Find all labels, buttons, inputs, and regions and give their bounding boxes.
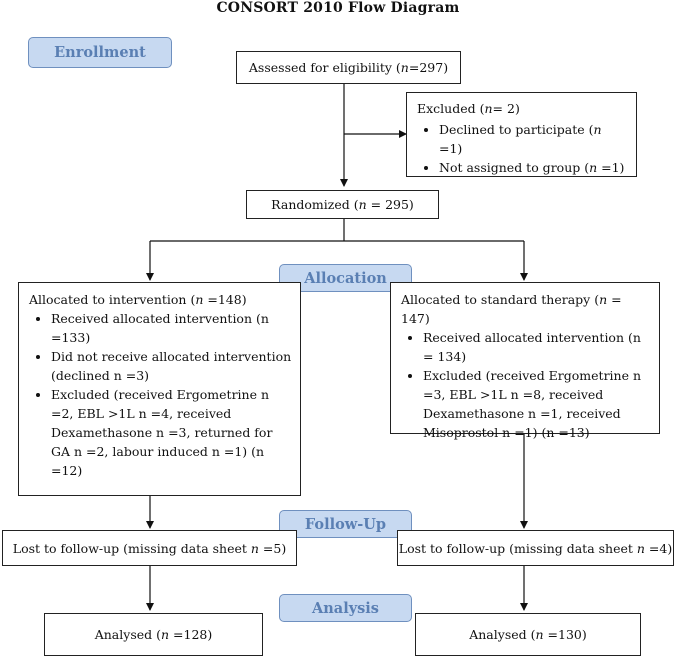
stage-follow-up: Follow-Up <box>279 510 412 538</box>
excluded-heading: Excluded (n= 2) <box>417 101 520 116</box>
list-item: Received allocated intervention (n =133) <box>51 309 292 347</box>
stage-allocation: Allocation <box>279 264 412 292</box>
randomized-box: Randomized (n = 295) <box>246 190 439 219</box>
list-item: Excluded (received Ergometrine n =3, EBL… <box>423 366 653 442</box>
intervention-box: Allocated to intervention (n =148) Recei… <box>18 282 301 496</box>
standard-therapy-heading: Allocated to standard therapy (n = 147) <box>401 292 622 326</box>
lost-follow-up-left-box: Lost to follow-up (missing data sheet n … <box>2 530 297 566</box>
analysed-right-box: Analysed (n =130) <box>415 613 641 656</box>
intervention-heading: Allocated to intervention (n =148) <box>29 292 247 307</box>
list-item: Not assigned to group (n =1) <box>439 158 628 177</box>
excluded-box: Excluded (n= 2) Declined to participate … <box>406 92 637 177</box>
list-item: Did not receive allocated intervention (… <box>51 347 292 385</box>
standard-therapy-box: Allocated to standard therapy (n = 147) … <box>390 282 660 440</box>
stage-analysis: Analysis <box>279 594 412 622</box>
diagram-title: CONSORT 2010 Flow Diagram <box>216 0 460 16</box>
list-item: Received allocated intervention (n = 134… <box>423 328 653 366</box>
list-item: Declined to participate (n =1) <box>439 120 628 158</box>
list-item: Excluded (received Ergometrine n =2, EBL… <box>51 385 292 480</box>
stage-enrollment: Enrollment <box>28 37 172 68</box>
analysed-left-box: Analysed (n =128) <box>44 613 263 656</box>
lost-follow-up-right-box: Lost to follow-up (missing data sheet n … <box>397 530 674 566</box>
assessed-box: Assessed for eligibility (n=297) <box>236 51 461 84</box>
